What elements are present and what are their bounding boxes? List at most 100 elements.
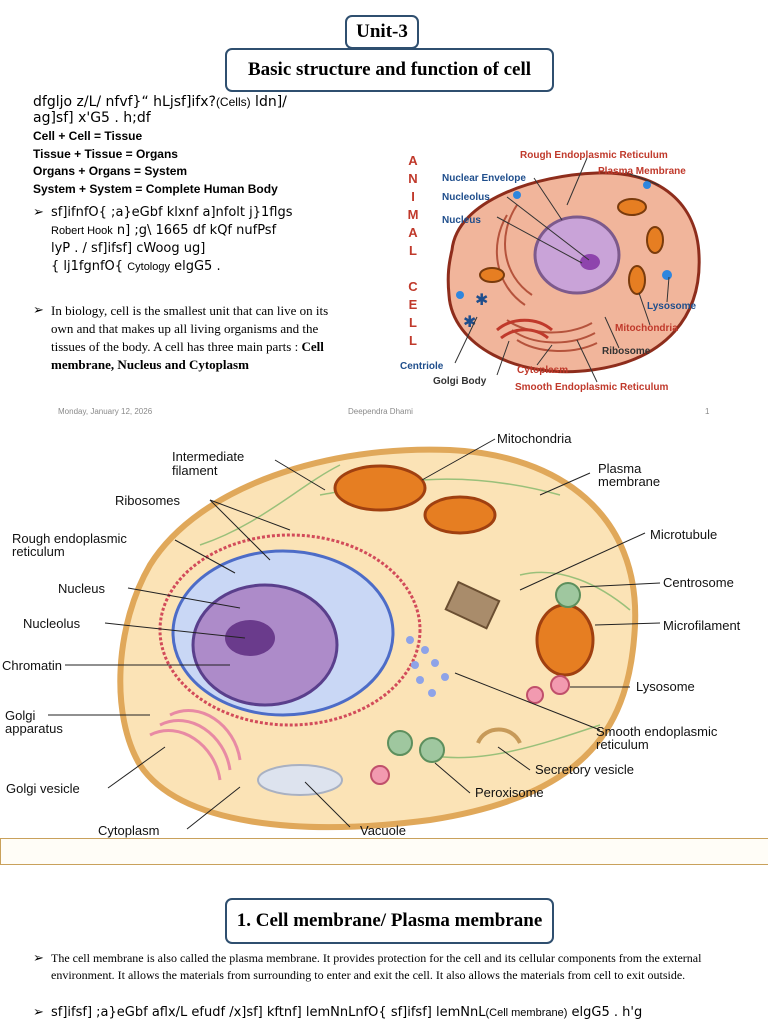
- vacuole: [257, 764, 343, 796]
- bullet1-line1: sf]ifnfO{ ;a}eGbf klxnf a]nfolt j}1flgs: [51, 205, 293, 220]
- title-letter: L: [409, 243, 417, 258]
- lysosome: [513, 191, 521, 199]
- diagram1-labels: Rough Endoplasmic Reticulum Plasma Membr…: [400, 150, 697, 393]
- label-intermediate-filament-2: filament: [172, 463, 218, 478]
- lysosome: [456, 291, 464, 299]
- label-golgi-body: Golgi Body: [433, 376, 487, 387]
- label-nucleus: Nucleus: [442, 215, 481, 226]
- label-cytoplasm: Cytoplasm: [98, 823, 159, 838]
- separator-band: [0, 838, 768, 865]
- bullet4-text-b: elgG5 . h'g: [567, 1005, 643, 1020]
- bullet1-line2: n] ;g\ 1665 df kQf nufPsf: [112, 223, 277, 238]
- label-centriole: Centriole: [400, 361, 444, 372]
- label-nucleus: Nucleus: [58, 581, 105, 596]
- lysosome: [526, 686, 544, 704]
- bullet-arrow-icon: ➢: [33, 302, 44, 317]
- label-microtubule: Microtubule: [650, 527, 717, 542]
- footer-page-number: 1: [705, 407, 710, 416]
- mitochondrion: [628, 265, 646, 295]
- golgi-apparatus: [149, 709, 242, 781]
- title-letter: C: [408, 279, 418, 294]
- diagram2-labels: Intermediate filament Ribosomes Rough en…: [2, 431, 741, 838]
- bullet-arrow-icon: ➢: [33, 950, 44, 965]
- intro-line2: ag]sf] x'G5 . h;df: [33, 110, 151, 126]
- mitochondrion: [333, 464, 427, 512]
- bullet-arrow-icon: ➢: [33, 204, 44, 219]
- intro-text: dfgljo z/L/ nfvf}“ hLjsf]ifx?(Cells) ldn…: [33, 94, 287, 126]
- footer-date: Monday, January 12, 2026: [58, 407, 153, 416]
- title-letter: A: [408, 225, 418, 240]
- bullet1-line4-b: elgG5 .: [169, 259, 221, 274]
- bullet1-line3: lyP . / sf]ifsf] cWoog ug]: [51, 241, 206, 256]
- intro-line1-a: dfgljo z/L/ nfvf}“ hLjsf]ifx?: [33, 94, 216, 110]
- mitochondrion: [423, 495, 497, 535]
- label-nucleolus: Nucleolus: [23, 616, 81, 631]
- label-rough-er: Rough Endoplasmic Reticulum: [520, 150, 668, 161]
- slide-title: Basic structure and function of cell: [225, 48, 554, 92]
- nucleolus: [580, 254, 600, 270]
- bullet1-line4-a: { lj1fgnfO{: [51, 259, 128, 274]
- vertical-title: A N I M A L C E L L: [408, 153, 419, 348]
- title-letter: M: [408, 207, 419, 222]
- label-mitochondria: Mitochondria: [615, 323, 678, 334]
- label-rough-er: Rough endoplasmic: [12, 531, 127, 546]
- lysosome: [643, 181, 651, 189]
- animal-cell-diagram: A N I M A L C E L L ✱ ✱: [400, 150, 701, 393]
- equation-item: Tissue + Tissue = Organs: [33, 146, 178, 161]
- bullet-arrow-icon: ➢: [33, 1004, 44, 1019]
- title-letter: E: [409, 297, 418, 312]
- label-lysosome: Lysosome: [647, 301, 697, 312]
- detailed-cell-diagram: Intermediate filament Ribosomes Rough en…: [2, 431, 741, 838]
- mitochondrion: [535, 603, 595, 677]
- label-smooth-er: Smooth endoplasmic: [596, 724, 718, 739]
- label-ribosome: Ribosome: [602, 346, 651, 357]
- label-cytoplasm: Cytoplasm: [517, 365, 568, 376]
- label-plasma-membrane-2: membrane: [598, 474, 660, 489]
- label-plasma-membrane: Plasma: [598, 461, 642, 476]
- equation-list: Cell + Cell = Tissue Tissue + Tissue = O…: [33, 128, 278, 198]
- label-ribosomes: Ribosomes: [115, 493, 181, 508]
- rough-er: [495, 204, 533, 306]
- bullet2-text: In biology, cell is the smallest unit th…: [51, 303, 329, 354]
- label-golgi-apparatus-2: apparatus: [5, 721, 63, 736]
- centriole-star: ✱: [475, 292, 488, 309]
- equation-item: Organs + Organs = System: [33, 164, 188, 178]
- lysosome: [370, 765, 390, 785]
- label-nucleolus: Nucleolus: [442, 192, 490, 203]
- leader-lines: [48, 438, 661, 830]
- label-smooth-er-2: reticulum: [596, 737, 649, 752]
- intro-line1-b: ldn]/: [250, 94, 287, 110]
- title-letter: N: [408, 171, 417, 186]
- title-letter: L: [409, 315, 417, 330]
- centrosome-vesicle: [555, 582, 581, 608]
- label-lysosome: Lysosome: [636, 679, 695, 694]
- title-letter: I: [411, 189, 415, 204]
- title-letter: A: [408, 153, 418, 168]
- label-vacuole: Vacuole: [360, 823, 406, 838]
- secretory-vesicle: [476, 727, 522, 745]
- lysosome: [662, 270, 672, 280]
- peroxisome: [419, 737, 445, 763]
- bullet1-robert-hook: Robert Hook: [51, 225, 113, 237]
- label-chromatin: Chromatin: [2, 658, 62, 673]
- leader-lines: [454, 157, 670, 383]
- label-microfilament: Microfilament: [663, 618, 741, 633]
- label-centrosome: Centrosome: [663, 575, 734, 590]
- label-secretory-vesicle: Secretory vesicle: [535, 762, 634, 777]
- mitochondria-group: [333, 464, 595, 677]
- rough-er: [158, 533, 422, 727]
- label-rough-er-2: reticulum: [12, 544, 65, 559]
- label-intermediate-filament: Intermediate: [172, 449, 244, 464]
- label-golgi-vesicle: Golgi vesicle: [6, 781, 80, 796]
- centriole-star: ✱: [463, 314, 476, 331]
- unit-heading: Unit-3: [345, 15, 419, 49]
- intro-cells-term: (Cells): [215, 95, 251, 109]
- smooth-er: [506, 319, 598, 352]
- label-peroxisome: Peroxisome: [475, 785, 544, 800]
- bullet4-text-a: sf]ifsf] ;a}eGbf aflx/L efudf /x]sf] kft…: [51, 1005, 486, 1020]
- equation-item: System + System = Complete Human Body: [33, 181, 278, 196]
- lysosome: [550, 675, 570, 695]
- golgi-body: [496, 318, 553, 340]
- mitochondrion: [479, 267, 505, 283]
- bullet4-cell-membrane-term: (Cell membrane): [485, 1007, 568, 1019]
